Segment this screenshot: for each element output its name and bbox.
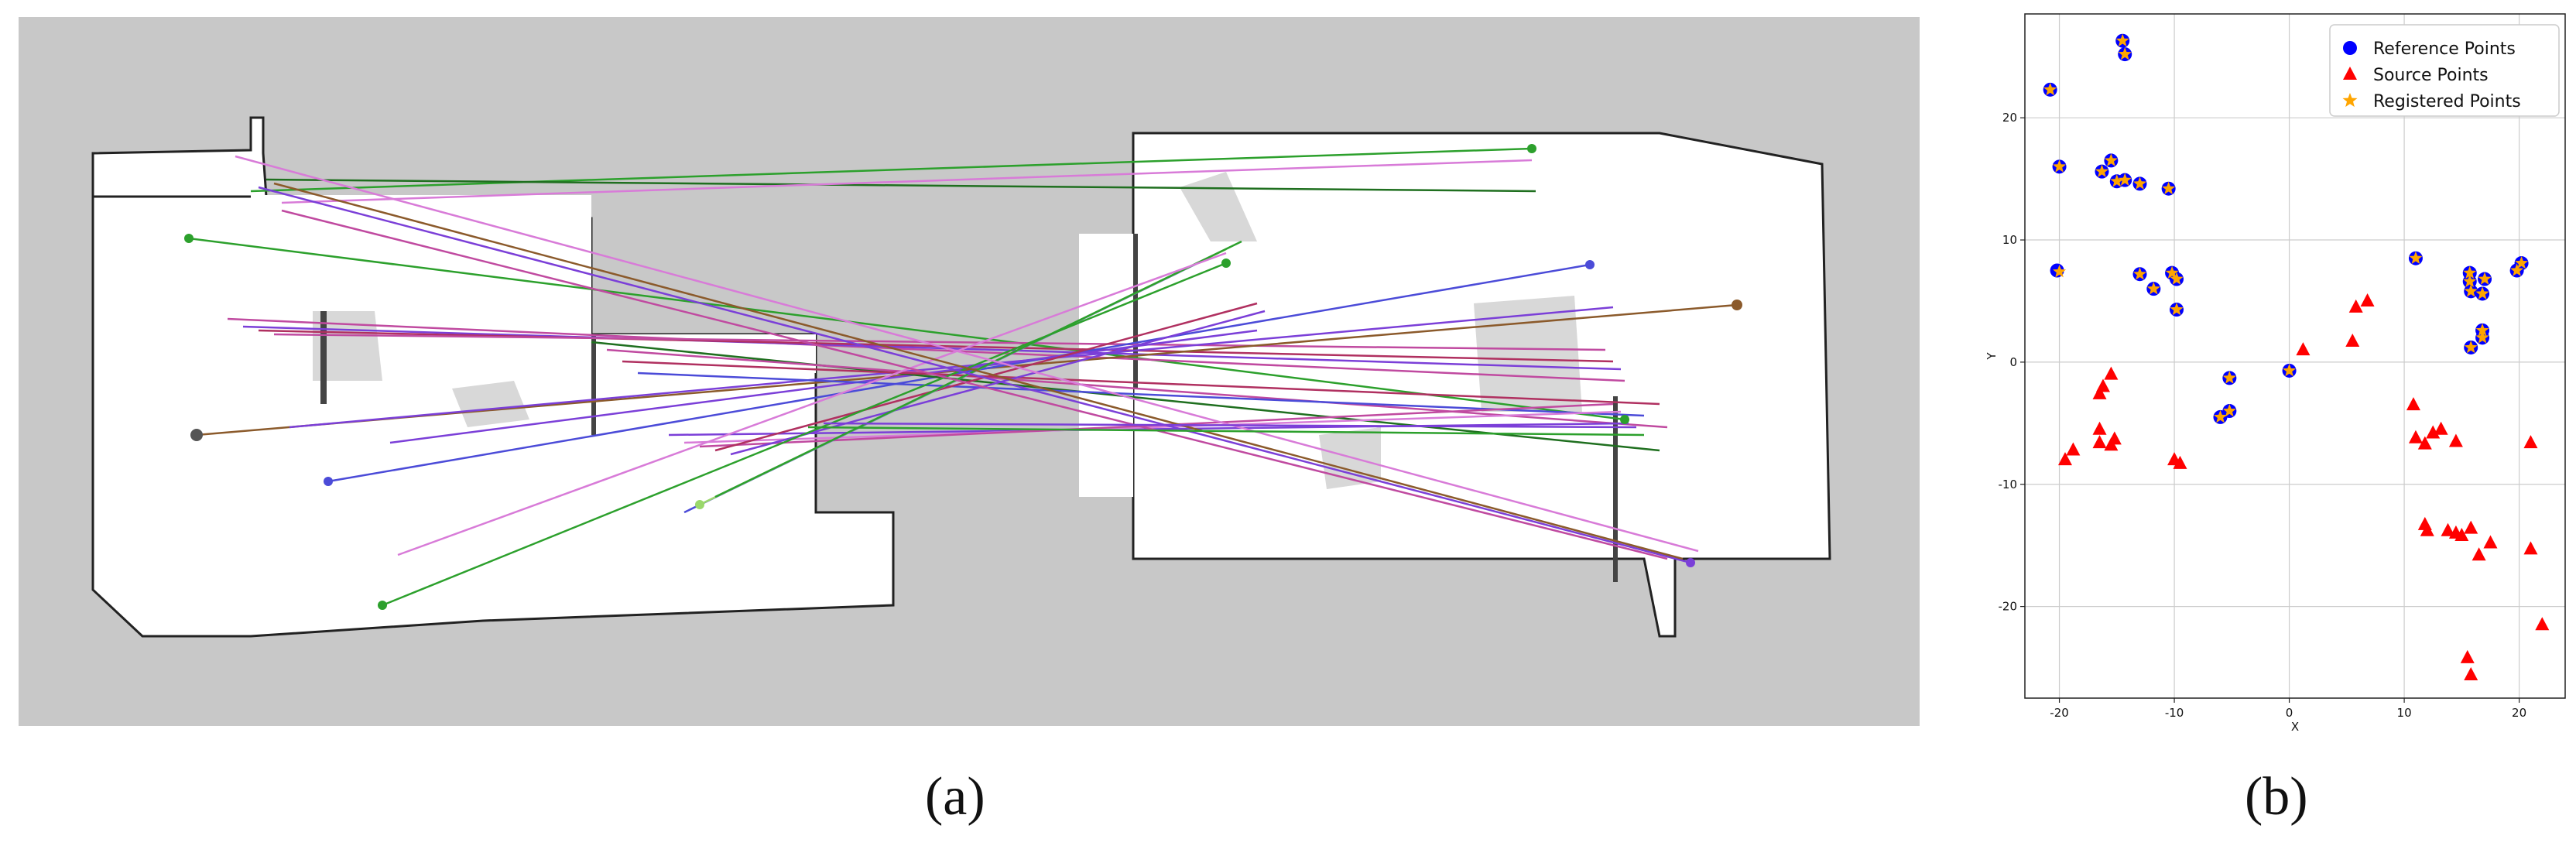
legend-label: Reference Points bbox=[2373, 39, 2516, 59]
source-point bbox=[2406, 397, 2420, 411]
plot-background bbox=[2025, 14, 2565, 698]
y-tick-label: 0 bbox=[2009, 355, 2017, 369]
x-tick-label: 10 bbox=[2397, 706, 2412, 720]
registered-point bbox=[2478, 272, 2492, 285]
registered-point bbox=[2515, 256, 2529, 269]
source-point bbox=[2092, 421, 2107, 435]
legend-marker-reference bbox=[2343, 41, 2357, 55]
registered-point bbox=[2110, 174, 2124, 187]
registered-point bbox=[2409, 251, 2423, 264]
source-point bbox=[2173, 455, 2187, 469]
grid bbox=[2025, 14, 2565, 698]
right-map bbox=[1079, 132, 1831, 638]
registered-point bbox=[2133, 176, 2147, 190]
legend-label: Source Points bbox=[2373, 66, 2489, 85]
source-point bbox=[2107, 431, 2122, 445]
source-point bbox=[2464, 520, 2478, 534]
registered-point bbox=[2222, 404, 2236, 417]
source-point bbox=[2460, 649, 2475, 663]
source-point bbox=[2472, 547, 2486, 561]
registered-point bbox=[2053, 159, 2067, 173]
plot-frame bbox=[2024, 13, 2566, 699]
registered-point bbox=[2053, 265, 2067, 278]
source-point bbox=[2523, 541, 2538, 555]
registered-point bbox=[2118, 173, 2132, 186]
source-point bbox=[2523, 435, 2538, 449]
registered-point bbox=[2146, 282, 2160, 295]
registered-point bbox=[2043, 82, 2057, 96]
y-tick-label: 20 bbox=[2002, 111, 2017, 125]
source-point bbox=[2057, 452, 2072, 466]
registered-point bbox=[2104, 153, 2118, 166]
legend-marker-registered bbox=[2342, 93, 2358, 108]
registered-point bbox=[2283, 363, 2297, 377]
source-point bbox=[2104, 366, 2119, 380]
source-point bbox=[2434, 421, 2448, 435]
registered-point bbox=[2165, 265, 2179, 279]
source-point bbox=[2535, 617, 2550, 631]
registered-point bbox=[2464, 284, 2478, 297]
y-axis-label: Y bbox=[1985, 352, 1999, 361]
source-point bbox=[2483, 535, 2498, 549]
registered-point bbox=[2463, 274, 2477, 287]
source-point bbox=[2426, 425, 2441, 439]
registered-point bbox=[2475, 286, 2489, 300]
registered-point bbox=[2463, 265, 2477, 279]
source-point bbox=[2417, 436, 2432, 450]
plot-area bbox=[2025, 14, 2565, 698]
source-point bbox=[2092, 385, 2107, 399]
source-point bbox=[2066, 442, 2081, 456]
source-point bbox=[2092, 435, 2107, 449]
source-point bbox=[2360, 293, 2375, 306]
y-tick-label: -20 bbox=[1999, 600, 2018, 614]
caption-b: (b) bbox=[2245, 767, 2308, 827]
correspondence-lines bbox=[188, 147, 1738, 607]
source-point bbox=[2345, 334, 2360, 348]
registered-point bbox=[2162, 181, 2176, 194]
source-point bbox=[2454, 528, 2469, 542]
caption-a: (a) bbox=[925, 767, 985, 827]
registered-point bbox=[2133, 267, 2147, 280]
map-matching-panel bbox=[19, 17, 1920, 726]
axes: -20 -10 0 10 20 -20 -10 0 10 20X Y bbox=[1985, 13, 2566, 734]
y-tick-label: -10 bbox=[1999, 478, 2018, 491]
registered-point bbox=[2510, 263, 2524, 276]
data-marks bbox=[2043, 33, 2550, 681]
source-point bbox=[2348, 299, 2363, 313]
registered-point bbox=[2095, 164, 2109, 177]
source-point bbox=[2420, 522, 2434, 536]
source-point bbox=[2296, 342, 2311, 356]
x-tick-label: 0 bbox=[2286, 706, 2293, 720]
legend-box bbox=[2329, 24, 2560, 117]
registered-point bbox=[2222, 371, 2236, 384]
left-map bbox=[91, 116, 895, 638]
x-tick-label: -10 bbox=[2165, 706, 2184, 720]
x-tick-label: 20 bbox=[2512, 706, 2526, 720]
registered-point bbox=[2464, 341, 2478, 354]
legend-marker-source bbox=[2343, 67, 2357, 80]
registration-scatter-chart: -20 -10 0 10 20 -20 -10 0 10 20X Y Reference Point… bbox=[1985, 13, 2566, 734]
registered-point bbox=[2115, 33, 2129, 46]
source-point bbox=[2441, 522, 2455, 536]
registered-point bbox=[2213, 409, 2227, 423]
legend-label: Registered Points bbox=[2373, 92, 2521, 111]
source-point bbox=[2464, 667, 2478, 681]
source-point bbox=[2448, 433, 2463, 447]
registered-point bbox=[2170, 272, 2184, 285]
source-point bbox=[2408, 430, 2423, 443]
registered-point bbox=[2475, 323, 2489, 337]
x-axis-label: X bbox=[2291, 720, 2299, 734]
registered-point bbox=[2118, 47, 2132, 60]
y-tick-label: 10 bbox=[2002, 233, 2017, 247]
registered-point bbox=[2475, 330, 2489, 344]
keypoints bbox=[184, 144, 1742, 610]
registered-point bbox=[2170, 303, 2184, 316]
x-tick-label: -20 bbox=[2050, 706, 2069, 720]
